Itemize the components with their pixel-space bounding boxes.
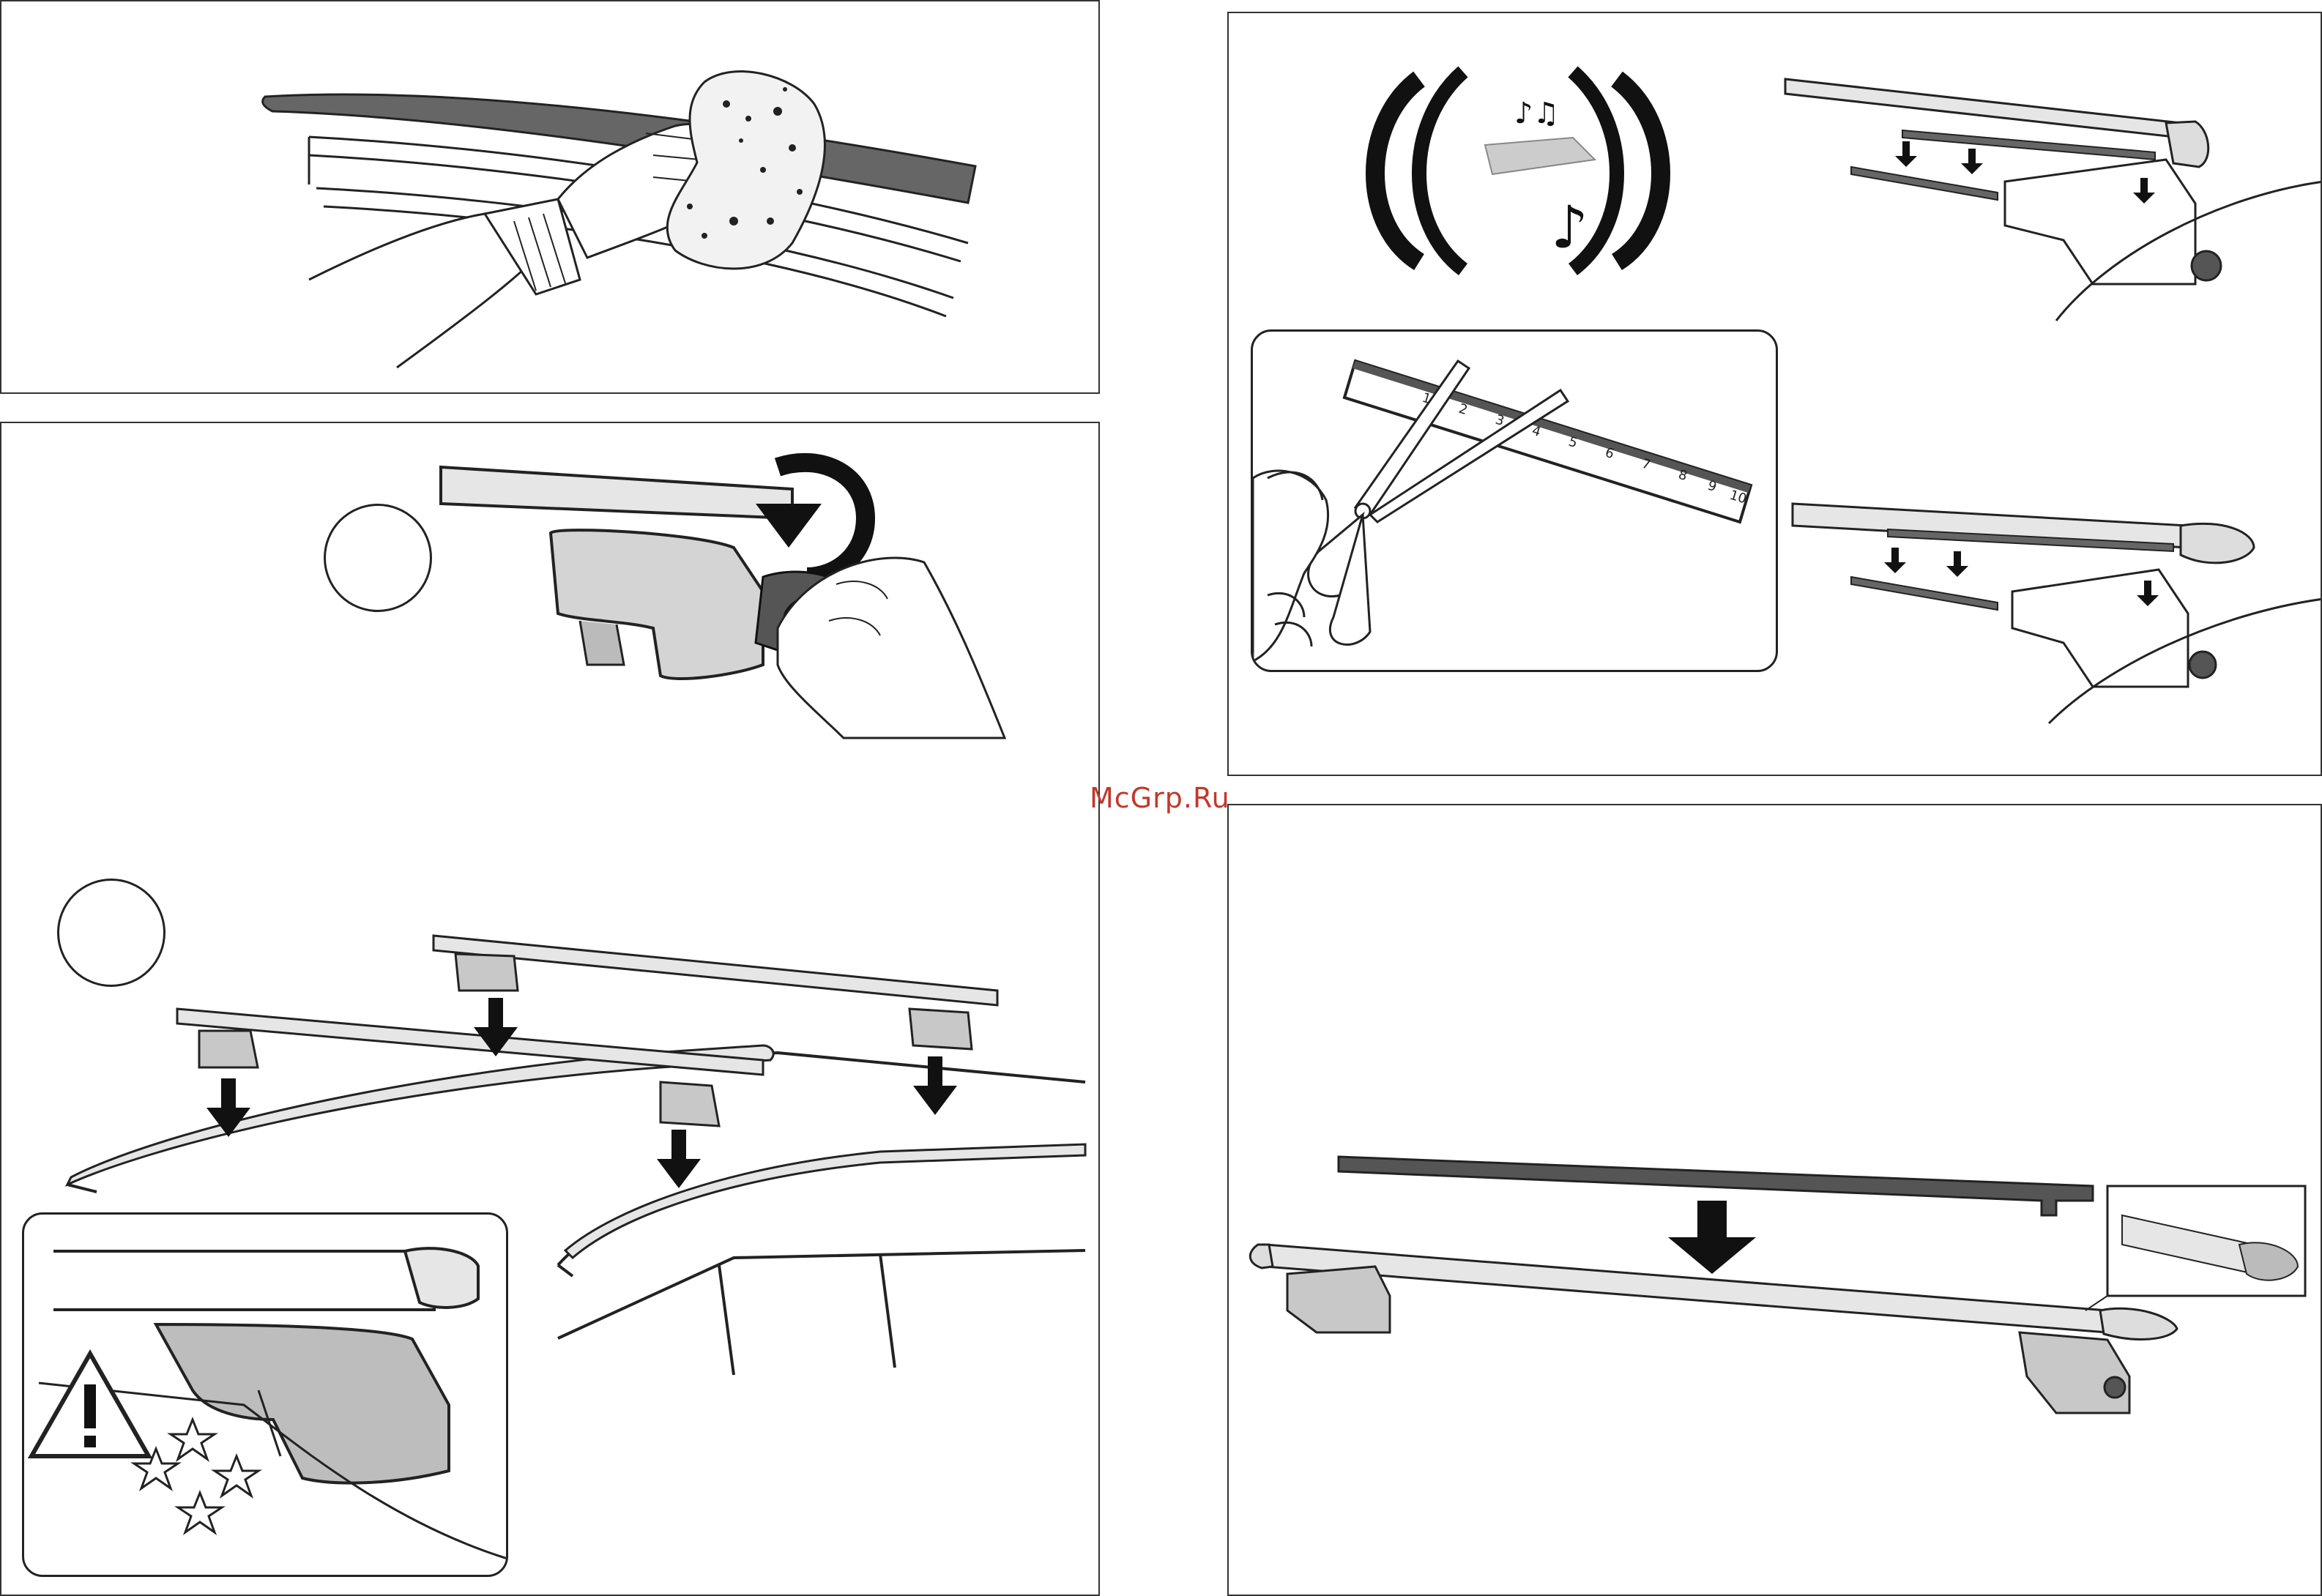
foot-left: [1287, 1267, 1390, 1332]
sound-click-icon: ♪ ♪♫: [1375, 72, 1661, 269]
foot-top: [551, 530, 763, 679]
bar-end: [441, 467, 792, 518]
impact-stars-icon: [134, 1420, 258, 1532]
roof-rail-right: [565, 1144, 1085, 1258]
cut-strip-inset: 1 2 3 4 5 6 7 8 9 10: [1251, 329, 1778, 672]
foot-rear-left: [455, 954, 518, 991]
down-arrow-icon: [1668, 1201, 1756, 1274]
foot-strip-top: [2005, 160, 2195, 284]
rubber-strip-top: [1902, 130, 2155, 160]
front-bar: [177, 1009, 763, 1075]
svg-text:♪: ♪: [1551, 193, 1588, 261]
foot-front-left: [199, 1031, 258, 1067]
foot-rear-right: [909, 1009, 972, 1049]
foot-front-right: [660, 1082, 719, 1126]
load-bar: [1265, 1245, 2107, 1332]
panel-mount-bars: [0, 422, 1100, 1596]
inset-bar: [53, 1251, 434, 1310]
foot-right: [2020, 1332, 2129, 1413]
insert-strip-illustration: [1229, 805, 2322, 1596]
rear-bar: [433, 936, 997, 1005]
warning-inset: [22, 1212, 508, 1577]
foot-strip-bottom: [2012, 570, 2188, 687]
endcap-bottom: [2181, 523, 2254, 563]
panel-clean-rail: [0, 0, 1100, 394]
inset-foot: [156, 1324, 449, 1483]
scissors-icon: [1309, 361, 1568, 644]
warning-triangle-icon: [31, 1354, 149, 1456]
clean-rail-illustration: [1, 1, 1100, 394]
svg-text:♪♫: ♪♫: [1514, 97, 1559, 130]
bar-endcap: [2100, 1308, 2177, 1339]
panel-rubber-strip: ♪ ♪♫: [1227, 12, 2322, 776]
bar-strip-top: [1785, 79, 2181, 138]
panel-insert-strip: [1227, 804, 2322, 1596]
watermark: McGrp.Ru: [1090, 782, 1230, 814]
